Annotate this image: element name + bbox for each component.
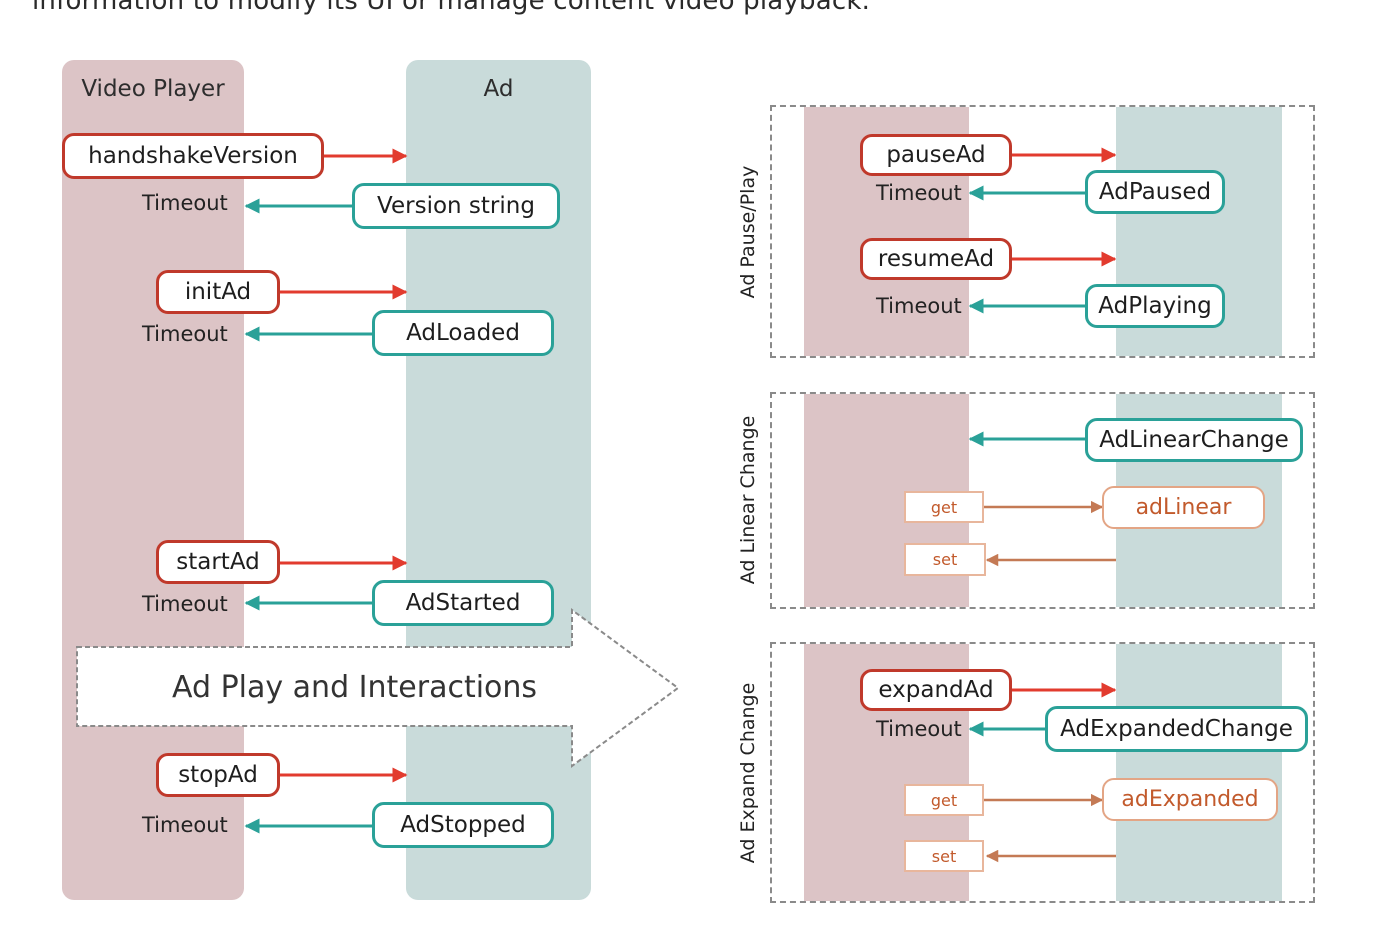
timeout-label: Timeout bbox=[142, 592, 228, 616]
pause-ad-box: pauseAd bbox=[860, 134, 1012, 176]
expand-change-panel bbox=[770, 642, 1315, 903]
get-expanded-box: get bbox=[904, 784, 984, 816]
handshake-version-box: handshakeVersion bbox=[62, 133, 324, 179]
set-linear-box: set bbox=[904, 543, 986, 576]
timeout-label: Timeout bbox=[876, 717, 962, 741]
linear-change-title: Ad Linear Change bbox=[737, 415, 759, 585]
ad-paused-box: AdPaused bbox=[1085, 170, 1225, 214]
ad-loaded-box: AdLoaded bbox=[372, 310, 554, 356]
ad-expanded-property-box: adExpanded bbox=[1102, 778, 1278, 821]
ad-playing-box: AdPlaying bbox=[1085, 284, 1225, 328]
start-ad-box: startAd bbox=[156, 540, 280, 584]
ad-title: Ad bbox=[483, 76, 514, 102]
stop-ad-box: stopAd bbox=[156, 753, 280, 797]
panel-ad-lane bbox=[1116, 644, 1282, 901]
ad-expanded-change-box: AdExpandedChange bbox=[1045, 706, 1308, 752]
linear-change-panel bbox=[770, 392, 1315, 609]
video-player-title: Video Player bbox=[81, 76, 225, 102]
pause-play-title: Ad Pause/Play bbox=[737, 165, 759, 299]
init-ad-box: initAd bbox=[156, 270, 280, 314]
ad-linear-property-box: adLinear bbox=[1102, 486, 1265, 529]
big-arrow-shape bbox=[76, 608, 680, 768]
ad-started-box: AdStarted bbox=[372, 580, 554, 626]
timeout-label: Timeout bbox=[876, 181, 962, 205]
expand-change-title: Ad Expand Change bbox=[737, 682, 759, 864]
ad-stopped-box: AdStopped bbox=[372, 802, 554, 848]
version-string-box: Version string bbox=[352, 183, 560, 229]
pause-play-panel bbox=[770, 105, 1315, 358]
ad-linear-change-box: AdLinearChange bbox=[1085, 418, 1303, 462]
timeout-label: Timeout bbox=[142, 191, 228, 215]
big-arrow-label: Ad Play and Interactions bbox=[172, 670, 538, 705]
timeout-label: Timeout bbox=[876, 294, 962, 318]
timeout-label: Timeout bbox=[142, 813, 228, 837]
caption-text: information to modify its UI or manage c… bbox=[32, 0, 871, 16]
set-expanded-box: set bbox=[904, 840, 984, 872]
timeout-label: Timeout bbox=[142, 322, 228, 346]
expand-ad-box: expandAd bbox=[860, 669, 1012, 711]
get-linear-box: get bbox=[904, 491, 984, 523]
resume-ad-box: resumeAd bbox=[860, 238, 1012, 280]
